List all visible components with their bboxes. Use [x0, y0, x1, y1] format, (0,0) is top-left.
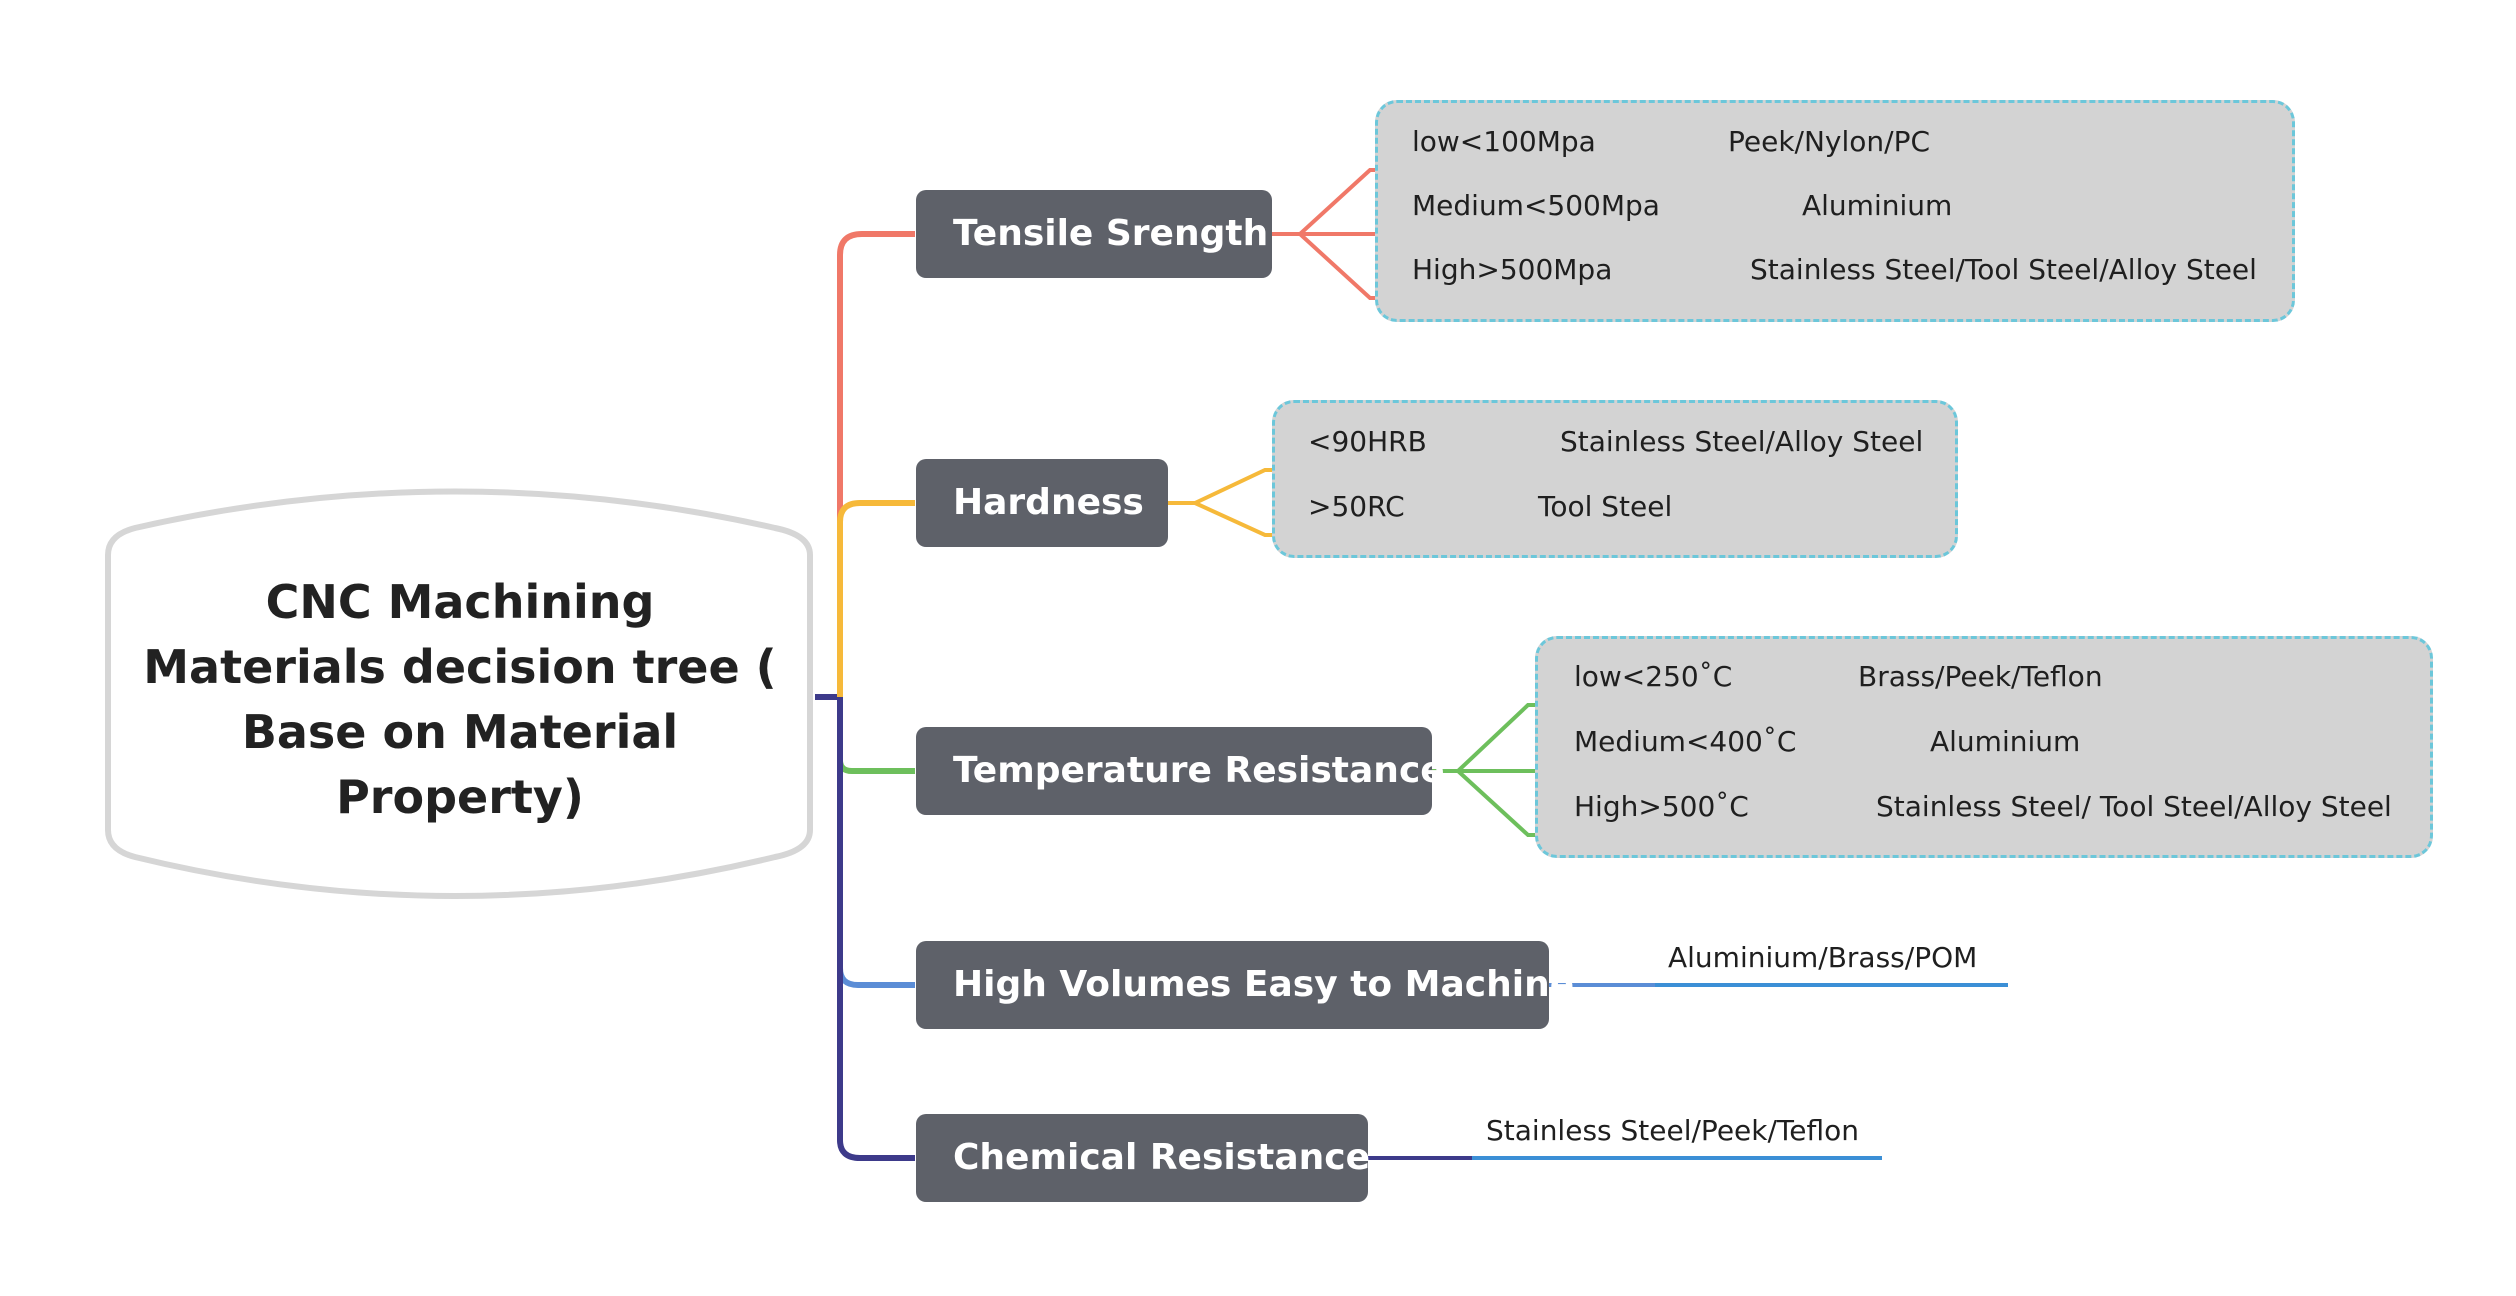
branch-label-hardness: Hardness	[953, 482, 1144, 523]
tensile-group-box	[1375, 100, 2295, 322]
chemical-branch-line	[837, 697, 915, 1161]
branch-label-temperature: Temperature Resistance	[953, 750, 1445, 791]
temperature-material-high[interactable]: Stainless Steel/ Tool Steel/Alloy Steel	[1876, 790, 2392, 823]
volumes-branch-line	[837, 697, 915, 988]
tensile-property-medium[interactable]: Medium<500Mpa	[1412, 189, 1660, 222]
tensile-property-low[interactable]: low<100Mpa	[1412, 125, 1596, 158]
tensile-material-medium[interactable]: Aluminium	[1802, 189, 1953, 222]
chemical-material[interactable]: Stainless Steel/Peek/Teflon	[1486, 1114, 1860, 1147]
temperature-property-high[interactable]: High>500˚C	[1574, 790, 1749, 823]
tensile-material-low[interactable]: Peek/Nylon/PC	[1728, 125, 1931, 158]
branch-node-chemical[interactable]: Chemical Resistance	[916, 1114, 1371, 1202]
tensile-branch-line	[837, 231, 915, 697]
branch-node-hardness[interactable]: Hardness	[916, 459, 1168, 547]
root-title[interactable]: CNC Machining Materials decision tree ( …	[120, 570, 800, 830]
hardness-property-2[interactable]: >50RC	[1308, 490, 1405, 523]
hardness-property-1[interactable]: <90HRB	[1308, 425, 1427, 458]
hardness-material-2[interactable]: Tool Steel	[1538, 490, 1673, 523]
root-title-line-3: Base on Material	[241, 705, 679, 759]
hardness-branch-line	[837, 500, 915, 697]
branch-label-tensile: Tensile Srength	[953, 213, 1269, 254]
branch-node-temperature[interactable]: Temperature Resistance	[916, 727, 1445, 815]
root-title-line-4: Property)	[336, 770, 584, 824]
branch-label-chemical: Chemical Resistance	[953, 1137, 1371, 1178]
hardness-material-1[interactable]: Stainless Steel/Alloy Steel	[1560, 425, 1924, 458]
root-title-line-1: CNC Machining	[265, 575, 655, 629]
root-title-line-2: Materials decision tree (	[143, 640, 777, 694]
tensile-property-high[interactable]: High>500Mpa	[1412, 253, 1613, 286]
branch-node-tensile[interactable]: Tensile Srength	[916, 190, 1272, 278]
temperature-material-medium[interactable]: Aluminium	[1930, 725, 2081, 758]
root-shape	[105, 488, 813, 899]
temperature-property-medium[interactable]: Medium<400˚C	[1574, 725, 1797, 758]
branch-node-volumes[interactable]: High Volumes Easy to Machine	[916, 941, 1574, 1029]
branch-label-volumes: High Volumes Easy to Machine	[953, 964, 1575, 1005]
temperature-branch-line	[837, 697, 915, 774]
tensile-material-high[interactable]: Stainless Steel/Tool Steel/Alloy Steel	[1750, 253, 2257, 286]
temperature-group-box	[1535, 636, 2433, 858]
volumes-material[interactable]: Aluminium/Brass/POM	[1668, 941, 1978, 974]
hardness-group-box	[1272, 400, 1958, 558]
temperature-material-low[interactable]: Brass/Peek/Teflon	[1858, 660, 2103, 693]
temperature-property-low[interactable]: low<250˚C	[1574, 660, 1733, 693]
